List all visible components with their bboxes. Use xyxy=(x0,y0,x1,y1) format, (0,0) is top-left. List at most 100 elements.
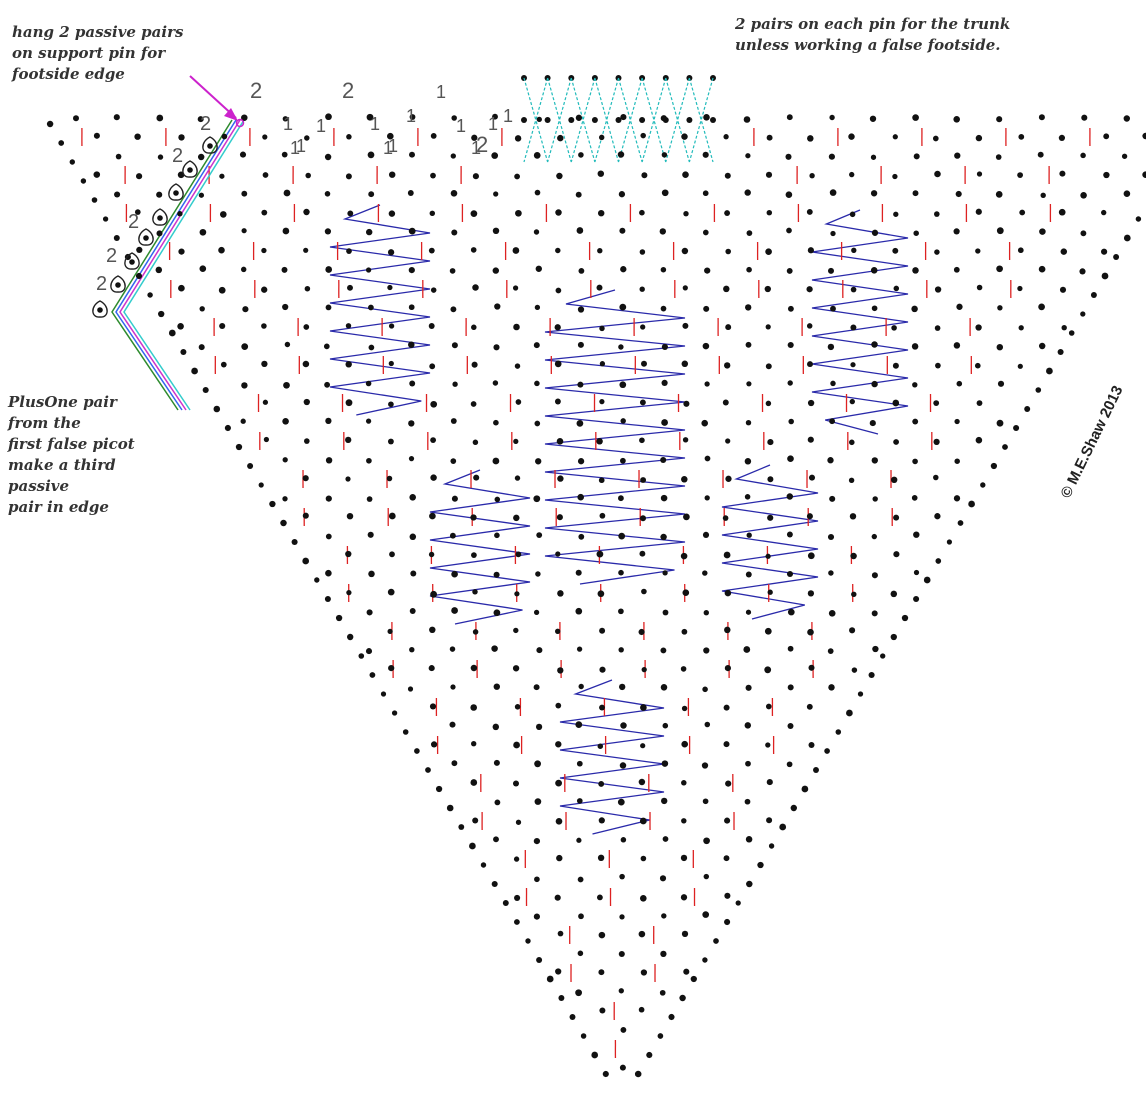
pin-dot xyxy=(850,212,856,218)
pin-dot xyxy=(473,440,478,445)
pin-dot xyxy=(768,590,773,595)
pin-dot xyxy=(536,266,542,272)
pin-dot xyxy=(658,1033,664,1039)
pin-dot xyxy=(368,532,374,538)
pin-dot xyxy=(576,115,582,121)
pin-dot xyxy=(736,900,741,905)
pin-dot xyxy=(806,286,812,292)
pin-dot xyxy=(534,610,539,615)
pin-dot xyxy=(827,457,833,463)
pin-dot xyxy=(326,457,332,463)
pin-dot xyxy=(620,266,626,272)
pin-dot xyxy=(471,325,477,331)
pin-dot xyxy=(746,267,752,273)
pin-dot xyxy=(536,647,542,653)
pin-dot xyxy=(871,381,877,387)
pin-dot xyxy=(325,191,331,197)
pin-dot xyxy=(913,190,919,196)
pin-dot xyxy=(808,437,814,443)
pin-dot xyxy=(282,496,287,501)
pin-dot xyxy=(661,798,667,804)
pin-dot xyxy=(618,570,624,576)
pin-dot xyxy=(851,248,856,253)
pin-dot xyxy=(912,419,918,425)
pin-dot xyxy=(704,874,709,879)
pin-dot xyxy=(683,969,689,975)
pin-dot xyxy=(324,382,330,388)
pair-count-number: 2 xyxy=(342,78,354,103)
pin-dot xyxy=(682,248,688,254)
pin-dot xyxy=(305,173,311,179)
pin-dot xyxy=(976,437,983,444)
pin-dot xyxy=(871,267,878,274)
pin-dot xyxy=(114,114,120,120)
pin-dot xyxy=(597,248,602,253)
pin-dot xyxy=(494,609,501,616)
pin-dot xyxy=(603,1071,609,1077)
pin-dot xyxy=(388,249,394,255)
pin-dot xyxy=(746,572,752,578)
pin-dot xyxy=(681,894,687,900)
pin-dot xyxy=(451,760,457,766)
trunk-pin xyxy=(568,117,574,123)
pin-dot xyxy=(933,475,939,481)
pin-dot xyxy=(430,474,436,480)
pin-dot xyxy=(703,114,710,121)
pin-dot xyxy=(534,838,540,844)
pin-dot xyxy=(557,514,563,520)
pin-dot xyxy=(787,571,793,577)
pin-dot xyxy=(787,532,793,538)
pin-dot xyxy=(954,419,959,424)
pin-dot xyxy=(663,723,669,729)
pin-dot xyxy=(830,381,835,386)
pin-dot xyxy=(829,418,835,424)
pair-count-number: 1 xyxy=(316,116,326,136)
pin-dot xyxy=(704,610,709,615)
pin-dot xyxy=(513,742,520,749)
pin-dot xyxy=(472,817,478,823)
pin-dot xyxy=(745,153,750,158)
pin-dot xyxy=(431,287,437,293)
pin-dot xyxy=(661,419,668,426)
pin-dot xyxy=(158,154,163,159)
pin-dot xyxy=(513,515,519,521)
pin-dot xyxy=(381,691,386,696)
pin-dot xyxy=(494,533,500,539)
pin-dot xyxy=(410,608,416,614)
pin-dot xyxy=(640,743,645,748)
pin-dot xyxy=(599,667,605,673)
pin-dot xyxy=(557,475,563,481)
pin-dot xyxy=(388,665,394,671)
pin-dot xyxy=(1017,172,1023,178)
pin-dot xyxy=(555,209,562,216)
pin-dot xyxy=(430,703,436,709)
pin-dot xyxy=(828,268,834,274)
pin-dot xyxy=(745,799,751,805)
pin-dot xyxy=(578,951,584,957)
pin-dot xyxy=(976,135,982,141)
pin-dot xyxy=(597,894,603,900)
pin-dot xyxy=(849,478,854,483)
pin-dot xyxy=(808,247,814,253)
pin-dot xyxy=(662,189,669,196)
picot-pin xyxy=(157,215,163,221)
pin-dot xyxy=(494,799,500,805)
pin-dot xyxy=(534,876,540,882)
pin-dot xyxy=(429,665,435,671)
pin-dot xyxy=(346,173,352,179)
pin-dot xyxy=(1019,325,1024,330)
pin-dot xyxy=(787,268,793,274)
trunk-pairs-note: 2 pairs on each pin for the trunk unless… xyxy=(735,14,1135,56)
pin-dot xyxy=(169,330,176,337)
pin-dot xyxy=(579,684,584,689)
pin-dot xyxy=(766,401,771,406)
pin-dot xyxy=(828,684,834,690)
pin-dot xyxy=(703,343,710,350)
pin-dot xyxy=(725,590,731,596)
pin-dot xyxy=(218,247,225,254)
pin-dot xyxy=(766,324,771,329)
pin-dot xyxy=(388,401,394,407)
pin-dot xyxy=(808,552,815,559)
pin-dot xyxy=(156,230,162,236)
pin-dot xyxy=(282,152,288,158)
